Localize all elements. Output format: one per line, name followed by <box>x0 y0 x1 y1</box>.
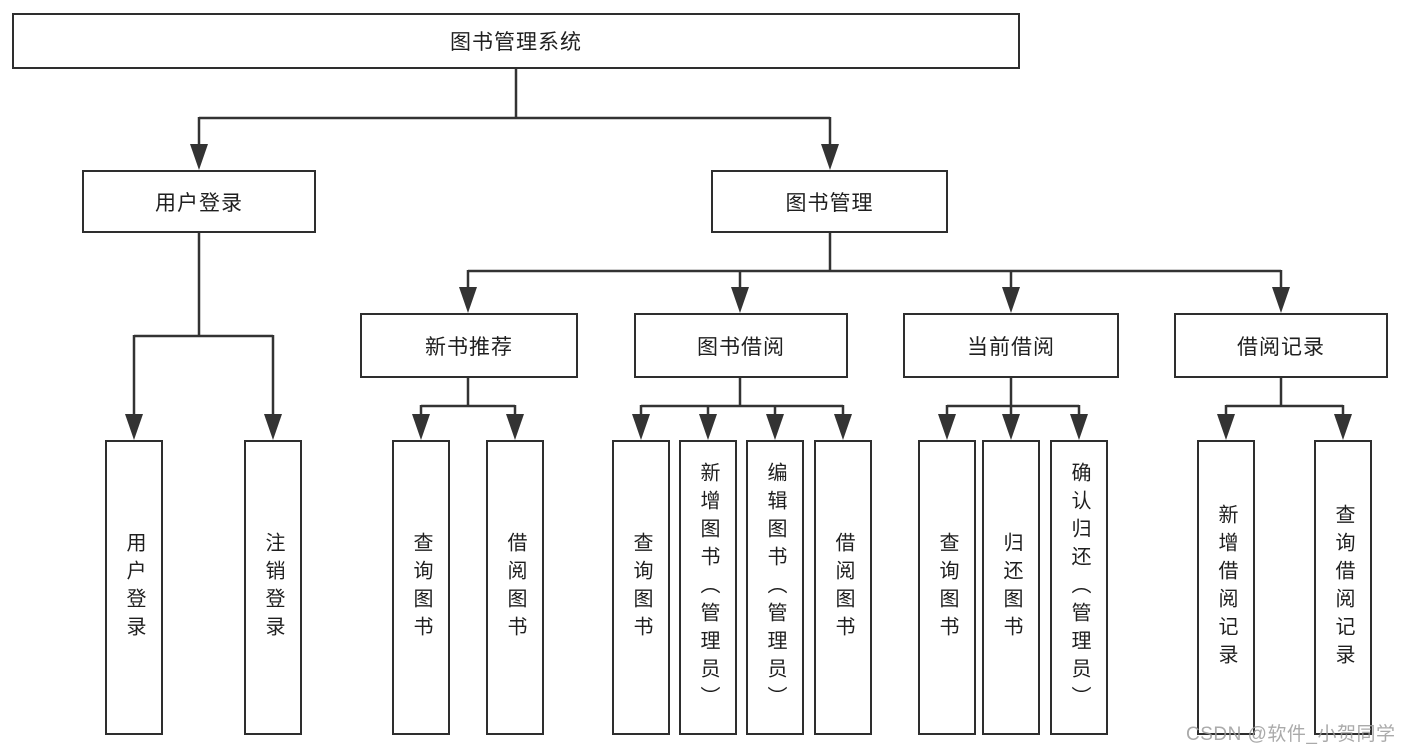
leaf-edit-books-admin: 编辑图书（管理员） <box>746 440 804 735</box>
leaf-edit-books-admin-label: 编辑图书（管理员） <box>764 461 786 714</box>
node-library-system-label: 图书管理系统 <box>450 31 582 54</box>
leaf-logout: 注销登录 <box>244 440 302 735</box>
leaf-borrow-books-label: 借阅图书 <box>504 531 526 644</box>
leaf-return-books-label: 归还图书 <box>1000 531 1022 644</box>
leaf-borrow-books-2-label: 借阅图书 <box>832 531 854 644</box>
node-new-book-recommend: 新书推荐 <box>360 313 578 378</box>
node-book-management: 图书管理 <box>711 170 948 233</box>
leaf-query-borrow-record-label: 查询借阅记录 <box>1332 503 1354 672</box>
node-current-borrow-label: 当前借阅 <box>967 335 1055 359</box>
leaf-borrow-books-2: 借阅图书 <box>814 440 872 735</box>
node-user-login: 用户登录 <box>82 170 316 233</box>
leaf-add-borrow-record: 新增借阅记录 <box>1197 440 1255 735</box>
node-user-login-label: 用户登录 <box>155 191 243 215</box>
node-book-management-label: 图书管理 <box>785 191 874 215</box>
leaf-query-books-3-label: 查询图书 <box>936 531 958 644</box>
leaf-query-books-2: 查询图书 <box>612 440 670 735</box>
leaf-query-books-2-label: 查询图书 <box>630 531 652 644</box>
leaf-query-books-3: 查询图书 <box>918 440 976 735</box>
node-book-borrow: 图书借阅 <box>634 313 848 378</box>
node-book-borrow-label: 图书借阅 <box>697 335 785 359</box>
node-borrow-records: 借阅记录 <box>1174 313 1388 378</box>
leaf-logout-label: 注销登录 <box>262 531 284 644</box>
leaf-add-books-admin: 新增图书（管理员） <box>679 440 737 735</box>
leaf-confirm-return-admin: 确认归还（管理员） <box>1050 440 1108 735</box>
node-library-system: 图书管理系统 <box>12 13 1020 69</box>
leaf-add-borrow-record-label: 新增借阅记录 <box>1215 503 1237 672</box>
leaf-query-books-label: 查询图书 <box>410 531 432 644</box>
csdn-watermark: CSDN @软件_小贺同学 <box>1186 724 1396 745</box>
leaf-return-books: 归还图书 <box>982 440 1040 735</box>
leaf-add-books-admin-label: 新增图书（管理员） <box>697 461 719 714</box>
node-current-borrow: 当前借阅 <box>903 313 1119 378</box>
node-new-book-recommend-label: 新书推荐 <box>425 335 513 359</box>
leaf-user-login: 用户登录 <box>105 440 163 735</box>
leaf-borrow-books: 借阅图书 <box>486 440 544 735</box>
leaf-user-login-label: 用户登录 <box>123 531 145 644</box>
node-borrow-records-label: 借阅记录 <box>1237 335 1325 359</box>
leaf-query-books: 查询图书 <box>392 440 450 735</box>
leaf-confirm-return-admin-label: 确认归还（管理员） <box>1068 461 1090 714</box>
leaf-query-borrow-record: 查询借阅记录 <box>1314 440 1372 735</box>
arrowheads <box>125 144 1352 440</box>
